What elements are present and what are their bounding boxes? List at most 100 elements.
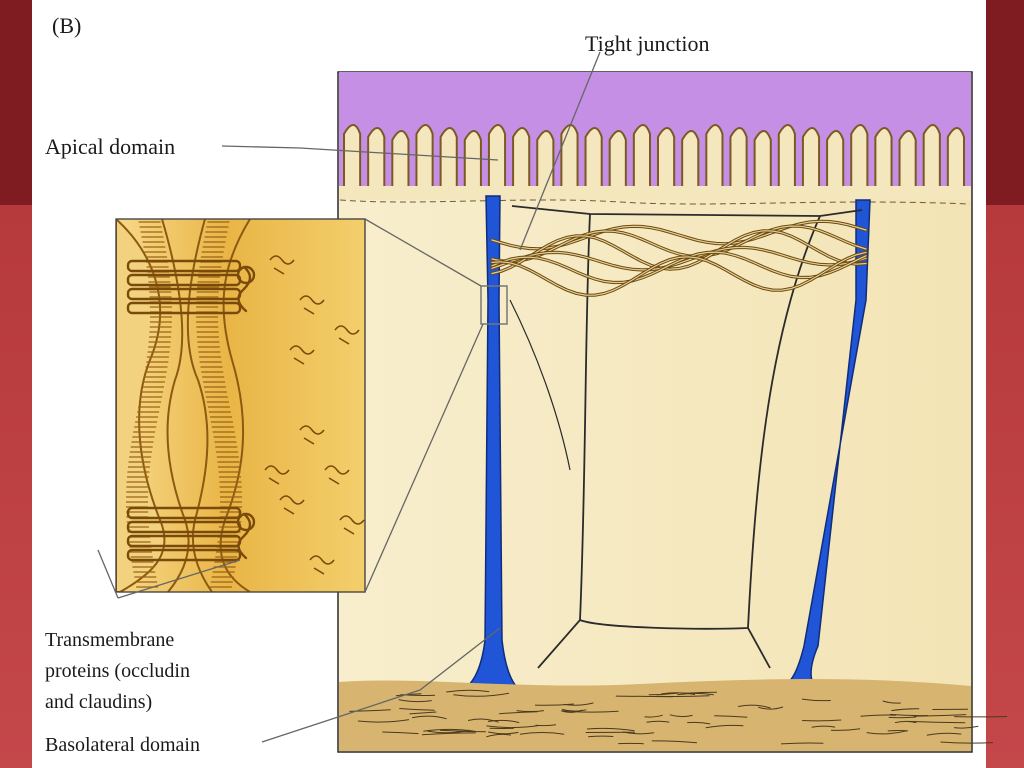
- fiber: [954, 725, 979, 729]
- microvillus: [536, 130, 555, 190]
- junction-strand-highlight: [491, 251, 867, 296]
- protein-squiggle: [324, 465, 350, 485]
- protein-squiggle: [289, 345, 315, 365]
- protein-strand: [126, 506, 242, 520]
- slide-frame-right: [986, 0, 1024, 768]
- transmembrane-leader-b: [117, 559, 241, 599]
- junction-strand-highlight: [491, 230, 867, 275]
- fiber: [357, 719, 410, 723]
- microvillus: [632, 124, 651, 190]
- fiber: [866, 730, 908, 735]
- microvillus: [560, 124, 579, 190]
- tight-junction-label: Tight junction: [585, 31, 710, 56]
- basolateral-domain-label: Basolateral domain: [45, 734, 200, 756]
- junction-strand-highlight: [491, 225, 867, 263]
- fiber: [646, 720, 670, 723]
- junction-strand-highlight: [491, 251, 867, 284]
- fiber: [669, 714, 693, 718]
- zoom-region-box: [480, 285, 508, 325]
- fiber: [737, 704, 771, 709]
- transmembrane-label-line3: and claudins): [45, 691, 152, 713]
- fiber: [882, 700, 901, 704]
- microvillus: [946, 127, 965, 190]
- protein-head: [236, 265, 256, 285]
- epithelium-panel: [337, 71, 1008, 753]
- zoom-line-bottom: [364, 323, 484, 593]
- microvillus: [343, 124, 362, 190]
- fiber: [535, 724, 557, 727]
- microvillus: [801, 127, 821, 190]
- fiber: [780, 742, 824, 745]
- fiber: [421, 732, 476, 736]
- fiber: [644, 714, 663, 718]
- fiber: [411, 715, 447, 720]
- transmembrane-label-line1: Transmembrane: [45, 629, 174, 651]
- cell-outline: [509, 205, 863, 669]
- microvillus: [367, 127, 386, 190]
- fiber: [913, 714, 967, 717]
- protein-squiggle: [279, 495, 305, 515]
- fiber: [486, 733, 512, 738]
- transmembrane-label-line2: proteins (occludin: [45, 660, 190, 682]
- protein-strand: [126, 259, 242, 273]
- microvilli: [343, 124, 965, 190]
- basal-lamina-fibers: [349, 689, 1008, 745]
- panel-label: (B): [52, 13, 81, 38]
- fiber: [651, 740, 697, 744]
- protein-squiggle: [264, 465, 290, 485]
- transmembrane-leader-a: [97, 549, 119, 599]
- microvillus: [657, 127, 676, 190]
- fiber: [467, 718, 499, 723]
- fiber: [488, 731, 519, 735]
- protein-squiggle: [299, 295, 325, 315]
- protein-squiggle: [334, 325, 360, 345]
- zoom-line-top: [364, 218, 482, 287]
- fiber: [888, 716, 917, 719]
- basolateral-domain-leader: [261, 627, 501, 743]
- microvillus: [463, 130, 482, 190]
- fiber: [586, 727, 635, 732]
- protein-strand: [126, 301, 242, 315]
- fiber: [802, 719, 842, 722]
- junction-strand-highlight: [491, 246, 867, 271]
- fiber: [940, 741, 993, 744]
- microvillus: [898, 130, 917, 190]
- fiber: [677, 692, 714, 696]
- fiber: [395, 693, 422, 697]
- protein-squiggle: [269, 255, 295, 275]
- microvillus: [874, 127, 893, 190]
- protein-loop: [237, 265, 252, 313]
- microvillus: [584, 127, 603, 190]
- fiber: [534, 703, 574, 706]
- slide-frame-left: [0, 0, 32, 768]
- fiber: [661, 692, 696, 695]
- apical-cytoplasm-band: [339, 186, 971, 200]
- fiber: [519, 732, 565, 735]
- fiber: [453, 692, 510, 697]
- fiber: [894, 720, 917, 724]
- tight-junction-leader: [519, 51, 601, 251]
- fiber: [714, 715, 748, 718]
- fiber: [398, 699, 432, 703]
- protein-squiggle: [299, 425, 325, 445]
- tight-junction-strands: [490, 219, 868, 297]
- microvillus: [439, 127, 458, 190]
- fiber: [487, 719, 520, 724]
- fiber: [891, 708, 920, 712]
- fiber: [705, 724, 744, 729]
- fiber: [811, 725, 836, 728]
- fiber: [409, 711, 437, 715]
- magnified-junction-inset: [115, 218, 366, 593]
- microvillus: [753, 130, 772, 190]
- protein-loop: [237, 512, 252, 560]
- microvillus: [777, 124, 796, 190]
- fiber: [830, 728, 861, 731]
- fiber: [615, 695, 673, 698]
- fiber: [349, 709, 391, 712]
- fiber: [516, 710, 544, 713]
- microvillus: [415, 124, 434, 190]
- protein-strand: [126, 548, 242, 562]
- microvillus: [850, 124, 869, 190]
- microvillus: [729, 127, 748, 190]
- protein-squiggle: [339, 515, 365, 535]
